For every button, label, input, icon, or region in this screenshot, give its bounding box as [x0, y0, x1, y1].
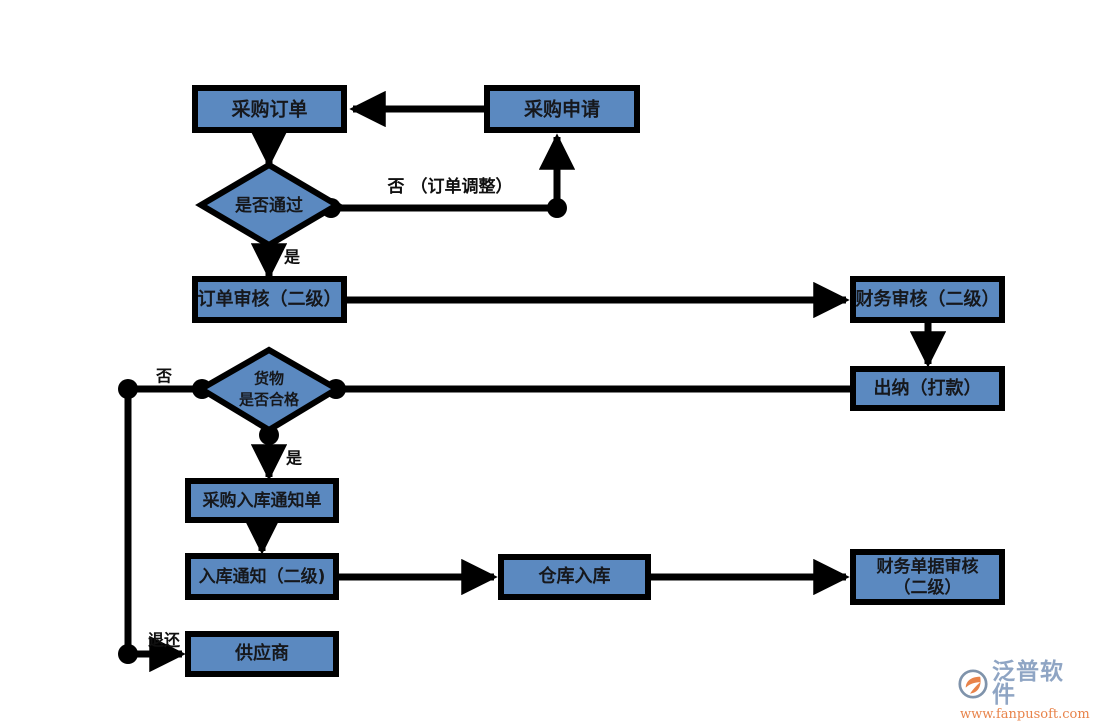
node-purchase-order-label: 采购订单	[231, 98, 307, 121]
edge-label-return-goods: 退还	[148, 631, 181, 650]
brand-url: www.fanpusoft.com	[960, 707, 1090, 723]
node-approve-decision-label: 是否通过	[235, 196, 303, 216]
node-purchase-request-label: 采购申请	[524, 98, 600, 121]
node-purchase-order[interactable]: 采购订单	[192, 85, 347, 133]
node-warehouse-stock-in-label: 仓库入库	[538, 565, 611, 587]
node-finance-review-shape	[850, 276, 1005, 323]
fanpu-logo-icon	[958, 669, 988, 699]
node-goods-decision[interactable]: 货物 是否合格	[195, 346, 343, 434]
node-goods-decision-shape	[195, 346, 343, 434]
node-supplier-label: 供应商	[234, 642, 289, 664]
node-finance-doc-review[interactable]: 财务单据审核 （二级）	[850, 549, 1005, 605]
node-finance-doc-review-label-line2: （二级）	[894, 577, 962, 598]
edge-decision-no-to-request	[331, 133, 576, 212]
node-warehouse-stock-in[interactable]: 仓库入库	[498, 554, 651, 600]
edge-label-no-order-adjust: 否 （订单调整）	[387, 176, 513, 197]
brand-name: 泛普软件	[992, 659, 1064, 709]
node-finance-review[interactable]: 财务审核（二级）	[850, 276, 1005, 323]
node-finance-review-label: 财务审核（二级）	[856, 288, 1000, 310]
brand-watermark: 泛普软件 www.fanpusoft.com	[958, 661, 1090, 722]
brand-watermark-row: 泛普软件	[958, 661, 1086, 707]
node-cashier-payment-shape	[850, 366, 1005, 411]
edge-label-yes-goods: 是	[285, 449, 302, 468]
junction-dot-left-rail-bottom	[118, 644, 138, 664]
edge-label-yes-approve: 是	[283, 248, 300, 267]
node-goods-decision-label-line1: 货物	[254, 370, 284, 388]
node-finance-doc-review-shape	[850, 549, 1005, 605]
node-goods-decision-label-line2: 是否合格	[238, 391, 300, 409]
node-stock-in-notice[interactable]: 采购入库通知单	[185, 478, 339, 523]
node-approve-decision[interactable]: 是否通过	[195, 161, 343, 249]
node-approve-decision-shape	[195, 161, 343, 249]
edge-label-no-goods: 否	[155, 367, 172, 386]
node-stock-in-review[interactable]: 入库通知（二级)	[185, 553, 339, 600]
node-supplier-shape	[185, 631, 339, 677]
node-cashier-payment-label: 出纳（打款）	[874, 377, 982, 399]
node-purchase-request-shape	[484, 85, 640, 133]
node-warehouse-stock-in-shape	[498, 554, 651, 600]
node-stock-in-notice-label: 采购入库通知单	[202, 490, 322, 511]
node-purchase-order-shape	[192, 85, 347, 133]
node-finance-doc-review-label-line1: 财务单据审核	[876, 556, 979, 577]
junction-dot-left-rail-top	[118, 379, 138, 399]
node-stock-in-review-label: 入库通知（二级)	[199, 566, 326, 587]
edge-goods-no-to-supplier	[124, 385, 202, 673]
node-order-review[interactable]: 订单审核（二级）	[192, 276, 347, 323]
node-stock-in-review-shape	[185, 553, 339, 600]
node-purchase-request[interactable]: 采购申请	[484, 85, 640, 133]
node-stock-in-notice-shape	[185, 478, 339, 523]
node-order-review-label: 订单审核（二级）	[198, 288, 342, 310]
node-cashier-payment[interactable]: 出纳（打款）	[850, 366, 1005, 411]
node-supplier[interactable]: 供应商	[185, 631, 339, 677]
junction-dot-request-below	[547, 198, 567, 218]
node-order-review-shape	[192, 276, 347, 323]
